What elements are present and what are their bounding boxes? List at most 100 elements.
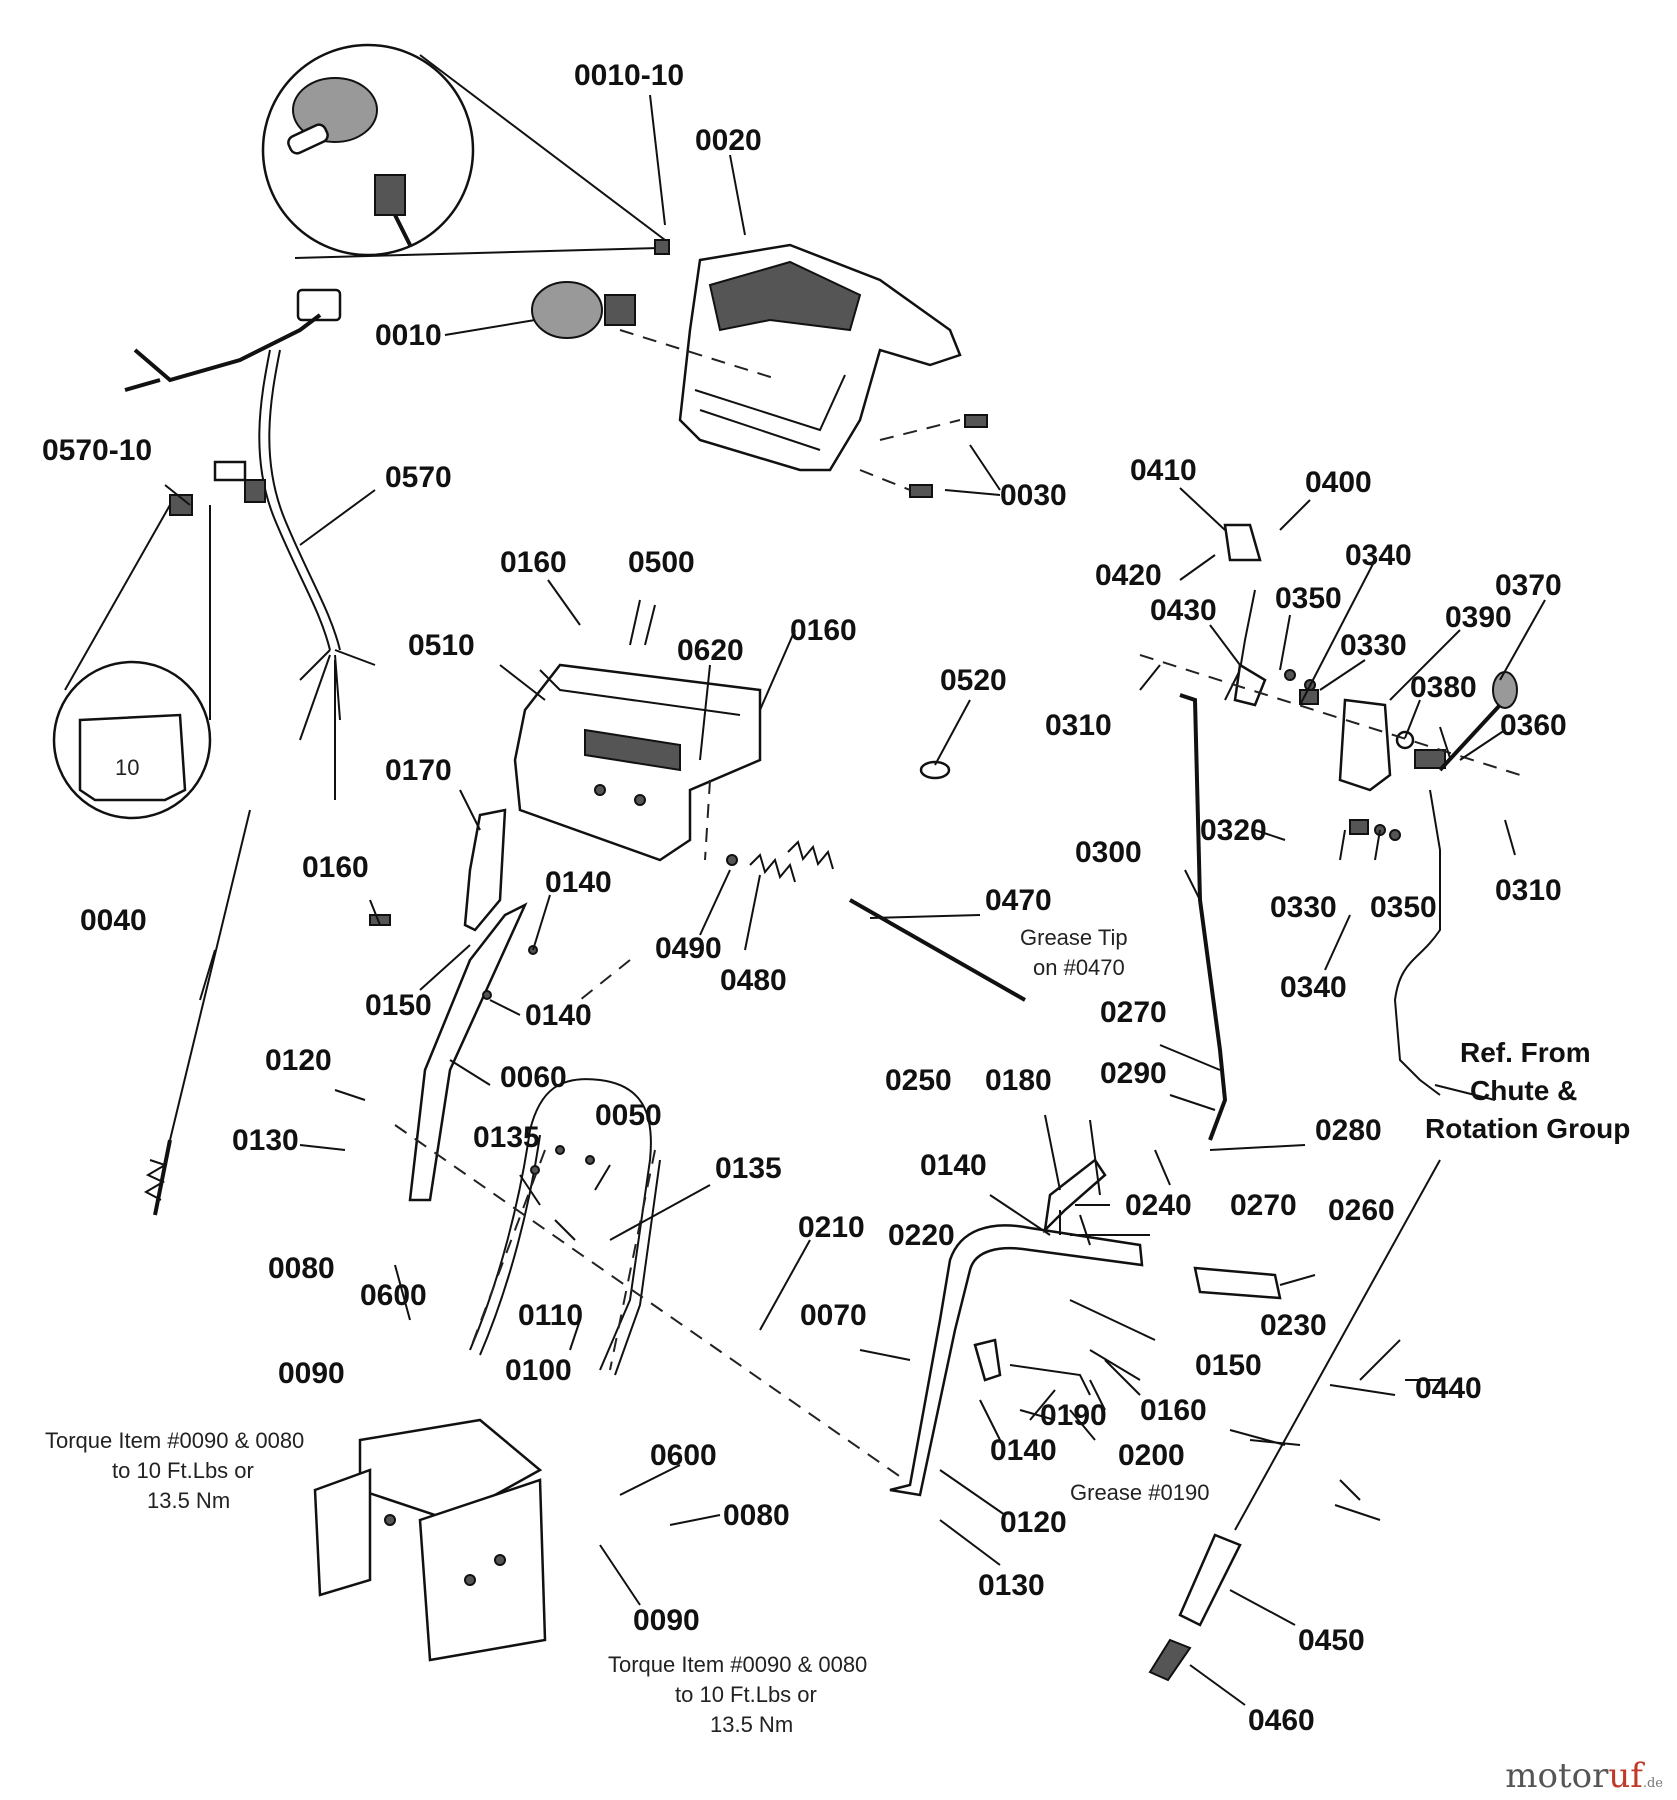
label-0510: 0510 bbox=[408, 629, 475, 662]
leader-lines bbox=[164, 94, 1546, 1706]
label-0490: 0490 bbox=[655, 932, 722, 965]
label-0440: 0440 bbox=[1415, 1372, 1482, 1405]
label-0340-lower: 0340 bbox=[1280, 971, 1347, 1004]
label-0090-right: 0090 bbox=[633, 1604, 700, 1637]
label-0190: 0190 bbox=[1040, 1399, 1107, 1432]
hairpin-clip bbox=[919, 760, 951, 780]
label-0600-left: 0600 bbox=[360, 1279, 427, 1312]
fuse-rating: 10 bbox=[115, 755, 139, 780]
cable-0440 bbox=[1148, 1159, 1441, 1682]
linkage-rod bbox=[1009, 1364, 1091, 1396]
label-0210: 0210 bbox=[798, 1211, 865, 1244]
watermark-main: motor bbox=[1505, 1756, 1609, 1796]
label-0420: 0420 bbox=[1095, 559, 1162, 592]
grease-tip-note-line2: on #0470 bbox=[1033, 955, 1125, 980]
label-0100: 0100 bbox=[505, 1354, 572, 1387]
label-0250: 0250 bbox=[885, 1064, 952, 1097]
label-0570-10: 0570-10 bbox=[42, 434, 152, 467]
label-0010-10: 0010-10 bbox=[574, 59, 684, 92]
assembly-lines bbox=[394, 329, 1521, 1481]
label-0360: 0360 bbox=[1500, 709, 1567, 742]
torque-note-bottom-line3: 13.5 Nm bbox=[710, 1712, 793, 1737]
label-0460: 0460 bbox=[1248, 1704, 1315, 1737]
label-0330-lower: 0330 bbox=[1270, 891, 1337, 924]
dash-support-bracket bbox=[513, 663, 762, 862]
torque-note-bottom-line1: Torque Item #0090 & 0080 bbox=[608, 1652, 867, 1677]
torque-note-left-line3: 13.5 Nm bbox=[147, 1488, 230, 1513]
label-0270-upper: 0270 bbox=[1100, 996, 1167, 1029]
shaft bbox=[849, 898, 1026, 1002]
dash-panel bbox=[678, 243, 962, 472]
label-0135-a: 0135 bbox=[473, 1121, 540, 1154]
chute-control-assembly bbox=[1223, 523, 1518, 1096]
grease-0190-note: Grease #0190 bbox=[1070, 1480, 1209, 1505]
label-0240: 0240 bbox=[1125, 1189, 1192, 1222]
label-0130-right: 0130 bbox=[978, 1569, 1045, 1602]
lower-handle bbox=[469, 1078, 661, 1376]
ref-note-line1: Ref. From bbox=[1460, 1037, 1591, 1068]
label-0080-left: 0080 bbox=[268, 1252, 335, 1285]
watermark-suffix: .de bbox=[1642, 1776, 1663, 1791]
watermark-accent: uf bbox=[1608, 1756, 1643, 1796]
handle-grip-0170 bbox=[463, 808, 507, 932]
headlight-detail-inset bbox=[261, 43, 666, 259]
torque-note-left-line2: to 10 Ft.Lbs or bbox=[112, 1458, 254, 1483]
label-0260: 0260 bbox=[1328, 1194, 1395, 1227]
label-0220: 0220 bbox=[888, 1219, 955, 1252]
label-0150-a: 0150 bbox=[365, 989, 432, 1022]
label-0600-right: 0600 bbox=[650, 1439, 717, 1472]
rod-0300 bbox=[1179, 693, 1228, 1141]
label-0310-upper: 0310 bbox=[1045, 709, 1112, 742]
label-0070: 0070 bbox=[800, 1299, 867, 1332]
springs bbox=[726, 840, 834, 883]
label-0480: 0480 bbox=[720, 964, 787, 997]
label-0170: 0170 bbox=[385, 754, 452, 787]
label-0390: 0390 bbox=[1445, 601, 1512, 634]
label-0150-b: 0150 bbox=[1195, 1349, 1262, 1382]
label-0340-upper: 0340 bbox=[1345, 539, 1412, 572]
cable-0040 bbox=[143, 809, 251, 1216]
upper-handle-right bbox=[889, 1224, 1282, 1497]
watermark-logo: motoruf.de bbox=[1505, 1756, 1663, 1796]
label-0140-b: 0140 bbox=[525, 999, 592, 1032]
label-0620: 0620 bbox=[677, 634, 744, 667]
label-0500: 0500 bbox=[628, 546, 695, 579]
label-0520: 0520 bbox=[940, 664, 1007, 697]
label-0230: 0230 bbox=[1260, 1309, 1327, 1342]
label-0450: 0450 bbox=[1298, 1624, 1365, 1657]
label-0135-b: 0135 bbox=[715, 1152, 782, 1185]
handle-mount-plates bbox=[313, 1418, 547, 1662]
headlight bbox=[531, 239, 670, 339]
label-0160-a: 0160 bbox=[500, 546, 567, 579]
label-0160-b: 0160 bbox=[790, 614, 857, 647]
label-0120-right: 0120 bbox=[1000, 1506, 1067, 1539]
torque-note-bottom-line2: to 10 Ft.Lbs or bbox=[675, 1682, 817, 1707]
label-0270-lower: 0270 bbox=[1230, 1189, 1297, 1222]
label-0160-d: 0160 bbox=[1140, 1394, 1207, 1427]
label-0010: 0010 bbox=[375, 319, 442, 352]
label-0140-d: 0140 bbox=[990, 1434, 1057, 1467]
torque-note-left-line1: Torque Item #0090 & 0080 bbox=[45, 1428, 304, 1453]
label-0180: 0180 bbox=[985, 1064, 1052, 1097]
label-0320: 0320 bbox=[1200, 814, 1267, 847]
label-0120-left: 0120 bbox=[265, 1044, 332, 1077]
notes: Grease Tip on #0470 Grease #0190 Torque … bbox=[45, 925, 1630, 1737]
ref-note-line3: Rotation Group bbox=[1425, 1113, 1630, 1144]
label-0290: 0290 bbox=[1100, 1057, 1167, 1090]
label-0140-a: 0140 bbox=[545, 866, 612, 899]
grease-tip-note-line1: Grease Tip bbox=[1020, 925, 1128, 950]
wiring-harness bbox=[124, 288, 376, 800]
label-0280: 0280 bbox=[1315, 1114, 1382, 1147]
label-0310-lower: 0310 bbox=[1495, 874, 1562, 907]
label-0060: 0060 bbox=[500, 1061, 567, 1094]
label-0370: 0370 bbox=[1495, 569, 1562, 602]
label-0330-upper: 0330 bbox=[1340, 629, 1407, 662]
label-0020: 0020 bbox=[695, 124, 762, 157]
label-0570: 0570 bbox=[385, 461, 452, 494]
label-0090-left: 0090 bbox=[278, 1357, 345, 1390]
label-0030: 0030 bbox=[1000, 479, 1067, 512]
label-0050: 0050 bbox=[595, 1099, 662, 1132]
label-0350-lower: 0350 bbox=[1370, 891, 1437, 924]
label-0400: 0400 bbox=[1305, 466, 1372, 499]
